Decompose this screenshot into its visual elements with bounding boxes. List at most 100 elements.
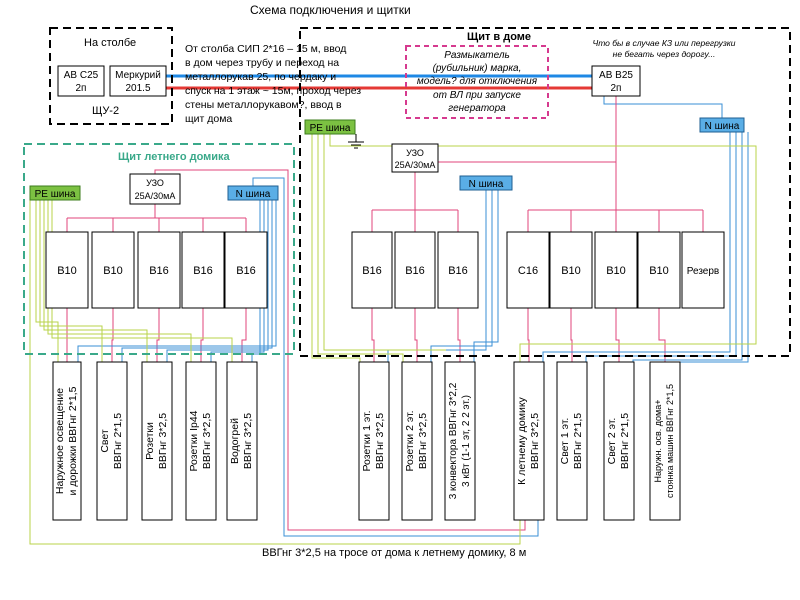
pole-breaker — [57, 65, 105, 97]
house-pe-bus-label: PE шина — [310, 123, 351, 134]
summer-panel-title: Щит летнего домика — [118, 151, 231, 163]
phase-wire — [615, 308, 620, 362]
house-breaker-label: B16 — [448, 265, 468, 277]
switch-note-frame — [405, 45, 549, 119]
circuit-label-box — [556, 361, 588, 521]
summer-breaker — [137, 231, 181, 309]
inter-building-pe — [29, 200, 521, 545]
house-breaker — [437, 231, 479, 309]
circuit-label-line: Наружное освещение — [54, 388, 66, 494]
circuit-label-line: 3 конвектора ВВГнг 3*2,2 — [448, 382, 459, 499]
summer-breaker-label: B10 — [57, 265, 77, 277]
circuit-label-box — [649, 361, 681, 521]
house-breaker — [506, 231, 550, 309]
inter-building-cable-note: ВВГнг 3*2,5 на тросе от дома к летнему д… — [262, 547, 526, 559]
cable-note-line: От столба СИП 2*16 – 15 м, ввод — [185, 43, 346, 55]
summer-n-bus — [227, 185, 279, 201]
phase-wire — [156, 308, 160, 362]
neutral-wire — [585, 132, 737, 362]
ground-icon — [348, 134, 364, 149]
circuit-label-line: Розетки Ip44 — [188, 410, 200, 471]
main-breaker-label-2: 2п — [611, 83, 622, 94]
pe-wire — [329, 134, 757, 362]
summer-circuit-boxes: Наружное освещение и дорожки ВВГнг 2*1,5… — [52, 361, 258, 521]
summer-rcd-label-1: УЗО — [146, 178, 164, 188]
circuit-label-line: ВВГнг 3*2,5 — [417, 413, 429, 469]
neutral-wire — [473, 190, 499, 362]
circuit-label-box — [185, 361, 217, 521]
summer-breakers: B10 B10 B16 B16 B16 — [45, 231, 268, 309]
house-rcd-label-2: 25А/30мА — [395, 160, 436, 170]
circuit-label-line: ВВГнг 2*1,5 — [619, 413, 631, 469]
phase-wire — [457, 308, 461, 362]
circuit-label-line: ВВГнг 3*2,5 — [242, 413, 254, 469]
phase-wire — [414, 308, 418, 362]
circuit-label-line: Розетки 1 эт. — [361, 410, 373, 471]
house-breaker — [394, 231, 436, 309]
circuit-label-line: Свет — [99, 429, 111, 453]
circuit-label-box — [603, 361, 635, 521]
neutral-wire — [430, 190, 493, 362]
house-breaker-label: C16 — [518, 265, 538, 277]
house-n-bus-label: N шина — [705, 121, 740, 132]
summer-rcd — [129, 173, 181, 205]
summer-breaker-label: B16 — [149, 265, 169, 277]
house-breaker — [351, 231, 393, 309]
summer-pe-bus-label: PE шина — [35, 189, 76, 200]
summer-panel-frame — [23, 143, 295, 355]
pole-frame — [49, 27, 173, 125]
summer-breaker-label: B10 — [103, 265, 123, 277]
pole-panel-label: ЩУ-2 — [92, 105, 119, 117]
phase-wire — [200, 308, 204, 362]
circuit-label-box — [358, 361, 390, 521]
circuit-label-line: Свет 2 эт. — [606, 418, 618, 465]
circuit-label-line: ВВГнг 3*2,5 — [374, 413, 386, 469]
circuit-label-line: Розетки 2 эт. — [404, 410, 416, 471]
neutral-wire — [166, 200, 269, 362]
electricity-meter — [109, 65, 167, 97]
diagram-title: Схема подключения и щитки — [250, 3, 411, 17]
house-breaker-label: B10 — [606, 265, 626, 277]
cable-note-line: металлорукав 25, по чердаку и — [185, 71, 336, 83]
circuit-label-box — [226, 361, 258, 521]
wires — [29, 74, 757, 545]
circuit-label-box — [52, 361, 82, 521]
circuit-label-box — [444, 361, 476, 521]
cable-note: От столба СИП 2*16 – 15 м, ввод в дом че… — [185, 43, 361, 125]
house-breakers: B16 B16 B16 C16 B10 B10 B10 Резерв — [351, 231, 725, 309]
house-rcd — [391, 143, 439, 173]
pe-wire — [317, 134, 404, 362]
house-breaker-label: B10 — [649, 265, 669, 277]
summer-pe-bus — [29, 185, 81, 201]
main-breaker — [591, 65, 641, 97]
circuit-label-box — [141, 361, 173, 521]
pole-breaker-label-2: 2п — [76, 83, 87, 94]
summer-breaker — [91, 231, 135, 309]
cable-note-line: спуск на 1 этаж ~ 15м, проход через — [185, 85, 361, 97]
switch-note-line: от ВЛ при запуске — [433, 90, 521, 101]
summer-breaker — [224, 231, 268, 309]
switch-note-line: генератора — [448, 103, 506, 114]
cable-note-line: щит дома — [185, 113, 232, 125]
house-breaker-label: B10 — [561, 265, 581, 277]
circuit-label-line: ВВГнг 2*1,5 — [112, 413, 124, 469]
house-breaker-label: Резерв — [687, 266, 719, 277]
pe-wire — [323, 134, 446, 351]
circuit-label-box — [401, 361, 433, 521]
summer-rcd-label-2: 25А/30мА — [135, 191, 176, 201]
inter-building-neutral — [252, 177, 539, 537]
neutral-wire — [603, 96, 723, 118]
house-breaker-label: B16 — [362, 265, 382, 277]
switch-note-line: (рубильник) марка, — [433, 62, 522, 74]
house-n-bus-rcd — [459, 175, 513, 191]
house-n-bus-rcd-label: N шина — [469, 179, 504, 190]
summer-n-bus-label: N шина — [236, 189, 271, 200]
summer-breaker — [181, 231, 225, 309]
house-n-bus — [699, 117, 745, 133]
fault-note-line: Что бы в случае КЗ или перегрузки — [592, 38, 735, 48]
phase-wire — [527, 308, 530, 362]
circuit-label-line: К летнему домику — [516, 396, 528, 484]
circuit-label-line: и дорожки ВВГнг 2*1,5 — [67, 386, 79, 495]
circuit-label-line: Розетки — [144, 422, 156, 460]
